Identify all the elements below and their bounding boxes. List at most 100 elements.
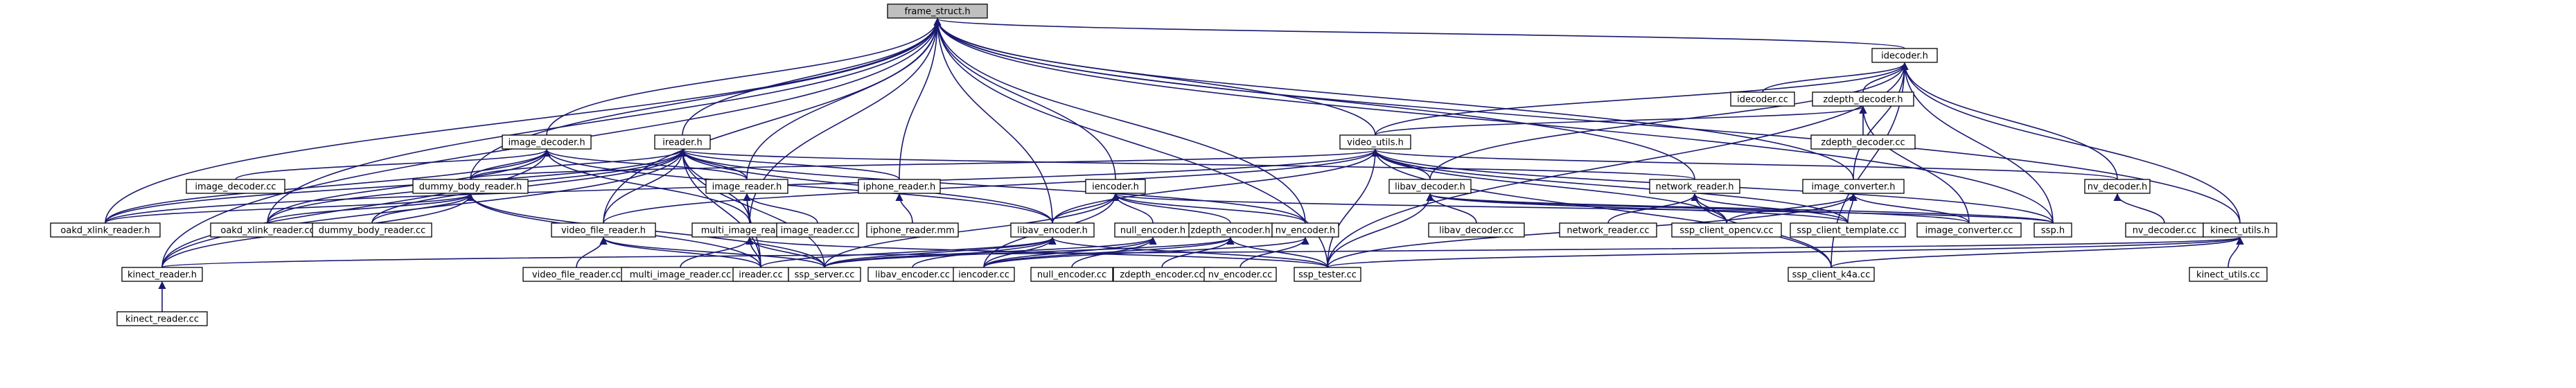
node-box (1428, 222, 1525, 238)
node-kinect-reader[interactable]: kinect_reader.h (121, 267, 203, 282)
node-box (1388, 179, 1472, 194)
node-label: libav_encoder.h (1017, 226, 1088, 236)
node-kinect-utils[interactable]: kinect_utils.h (2203, 222, 2277, 238)
node-label: image_converter.h (1812, 182, 1896, 193)
node-zdepth-decoder[interactable]: zdepth_decoder.h (1812, 91, 1914, 107)
edge-idecoder-cc-to-idecoder (1762, 62, 1909, 93)
node-nv-encoder-cc[interactable]: nv_encoder.cc (1203, 267, 1277, 282)
node-nv-encoder[interactable]: nv_encoder.h (1271, 222, 1339, 238)
edge-ssp-tester-to-libav-decoder (1327, 193, 1434, 268)
edge-video-file-reader-to-ireader (603, 148, 687, 224)
node-image-reader[interactable]: image_reader.h (705, 179, 788, 194)
node-box (1790, 222, 1906, 238)
node-video-file-reader-cc[interactable]: video_file_reader.cc (522, 267, 630, 282)
node-libav-decoder[interactable]: libav_decoder.h (1388, 179, 1472, 194)
node-iphone-reader[interactable]: iphone_reader.h (858, 179, 941, 194)
node-label: video_utils.h (1347, 138, 1404, 148)
edge-ssp-client-opencv-to-image-converter (1726, 193, 1858, 224)
edge-ssp-tester-to-frame-struct (933, 17, 1328, 268)
node-label: frame_struct.h (904, 7, 970, 17)
node-libav-decoder-cc[interactable]: libav_decoder.cc (1428, 222, 1525, 238)
node-oakd-xlink-reader-h[interactable]: oakd_xlink_reader.h (50, 222, 161, 238)
node-ireader[interactable]: ireader.h (654, 134, 711, 150)
node-video-utils[interactable]: video_utils.h (1339, 134, 1411, 150)
node-label: multi_image_reader.h (701, 226, 799, 236)
node-box (1339, 134, 1411, 150)
node-iphone-reader-mm[interactable]: iphone_reader.mm (866, 222, 959, 238)
node-box (887, 3, 988, 19)
edge-oakd-xlink-reader-h-to-ireader (105, 148, 687, 224)
node-label: dummy_body_reader.cc (319, 226, 426, 236)
node-nv-decoder-cc[interactable]: nv_decoder.cc (2125, 222, 2204, 238)
node-oakd-xlink-reader-cc[interactable]: oakd_xlink_reader.cc (210, 222, 325, 238)
node-ssp-client-opencv[interactable]: ssp_client_opencv.cc (1671, 222, 1782, 238)
node-box (412, 179, 529, 194)
node-label: ireader.h (662, 138, 702, 148)
node-nv-decoder[interactable]: nv_decoder.h (2084, 179, 2151, 194)
node-ssp-client-k4a[interactable]: ssp_client_k4a.cc (1788, 267, 1875, 282)
node-label: idecoder.h (1881, 51, 1928, 62)
node-network-reader[interactable]: network_reader.h (1649, 179, 1740, 194)
node-kinect-utils-cc[interactable]: kinect_utils.cc (2189, 267, 2268, 282)
node-box (2189, 267, 2268, 282)
node-label: network_reader.cc (1567, 226, 1649, 236)
node-label: libav_decoder.cc (1439, 226, 1514, 236)
edge-ssp-client-opencv-to-video-utils (1371, 148, 1727, 224)
edge-video-utils-to-frame-struct (933, 17, 1376, 136)
node-image-converter-cc[interactable]: image_converter.cc (1916, 222, 2022, 238)
node-zdepth-decoder-cc[interactable]: zdepth_decoder.cc (1810, 134, 1916, 150)
node-image-decoder[interactable]: image_decoder.h (502, 134, 592, 150)
node-box (2034, 222, 2072, 238)
edge-iencoder-cc-to-null-encoder (983, 236, 1157, 268)
edge-nv-decoder-cc-to-nv-decoder (2113, 193, 2165, 224)
node-ssp-client-template[interactable]: ssp_client_template.cc (1790, 222, 1906, 238)
edge-iphone-reader-mm-to-iphone-reader (895, 193, 913, 224)
node-dummy-body-reader-cc[interactable]: dummy_body_reader.cc (312, 222, 432, 238)
node-idecoder[interactable]: idecoder.h (1871, 48, 1938, 63)
node-image-decoder-cc[interactable]: image_decoder.cc (186, 179, 285, 194)
node-video-file-reader[interactable]: video_file_reader.h (551, 222, 656, 238)
edge-oakd-xlink-reader-h-to-image-decoder (105, 148, 551, 224)
edge-oakd-xlink-reader-cc-to-image-decoder (267, 148, 551, 224)
node-label: nv_encoder.h (1276, 226, 1336, 236)
node-libav-encoder[interactable]: libav_encoder.h (1010, 222, 1095, 238)
node-zdepth-encoder-cc[interactable]: zdepth_encoder.cc (1113, 267, 1211, 282)
edge-ssp-client-template-to-video-utils (1371, 148, 1849, 224)
node-ssp-server[interactable]: ssp_server.cc (788, 267, 861, 282)
node-iencoder-cc[interactable]: iencoder.cc (953, 267, 1015, 282)
node-zdepth-encoder[interactable]: zdepth_encoder.h (1188, 222, 1273, 238)
node-label: ssp_client_k4a.cc (1792, 270, 1871, 281)
edge-video-file-reader-to-frame-struct (603, 17, 942, 224)
node-iencoder[interactable]: iencoder.h (1085, 179, 1146, 194)
edge-video-utils-to-zdepth-decoder (1375, 105, 1867, 136)
node-box (788, 267, 861, 282)
node-idecoder-cc[interactable]: idecoder.cc (1730, 91, 1795, 107)
edge-network-reader-to-ireader (679, 148, 1695, 180)
node-box (1559, 222, 1657, 238)
edge-dummy-body-reader-to-video-utils (470, 148, 1379, 180)
node-network-reader-cc[interactable]: network_reader.cc (1559, 222, 1657, 238)
edge-kinect-utils-to-idecoder (1900, 62, 2241, 224)
node-frame-struct[interactable]: frame_struct.h (887, 3, 988, 19)
node-label: image_converter.cc (1925, 226, 2013, 236)
edge-ssp-server-to-zdepth-encoder (824, 236, 1235, 268)
node-ireader-cc[interactable]: ireader.cc (732, 267, 789, 282)
node-box (1916, 222, 2022, 238)
node-ssp-tester[interactable]: ssp_tester.cc (1294, 267, 1361, 282)
node-multi-image-reader-cc[interactable]: multi_image_reader.cc (621, 267, 740, 282)
node-image-converter[interactable]: image_converter.h (1802, 179, 1905, 194)
node-image-reader-cc[interactable]: image_reader.cc (776, 222, 859, 238)
node-label: kinect_utils.h (2210, 226, 2270, 236)
edge-ssp-client-template-to-libav-decoder (1426, 193, 1849, 224)
node-libav-encoder-cc[interactable]: libav_encoder.cc (867, 267, 958, 282)
edge-nv-decoder-to-video-utils (1371, 148, 2118, 180)
node-label: ssp_server.cc (795, 270, 855, 281)
node-dummy-body-reader[interactable]: dummy_body_reader.h (412, 179, 529, 194)
node-null-encoder[interactable]: null_encoder.h (1114, 222, 1192, 238)
node-label: oakd_xlink_reader.h (60, 226, 150, 236)
edge-nv-decoder-to-idecoder (1900, 62, 2118, 180)
node-kinect-reader-cc[interactable]: kinect_reader.cc (116, 311, 208, 326)
node-ssp-h[interactable]: ssp.h (2034, 222, 2072, 238)
node-null-encoder-cc[interactable]: null_encoder.cc (1030, 267, 1113, 282)
edge-ssp-tester-to-kinect-utils (1327, 236, 2243, 268)
